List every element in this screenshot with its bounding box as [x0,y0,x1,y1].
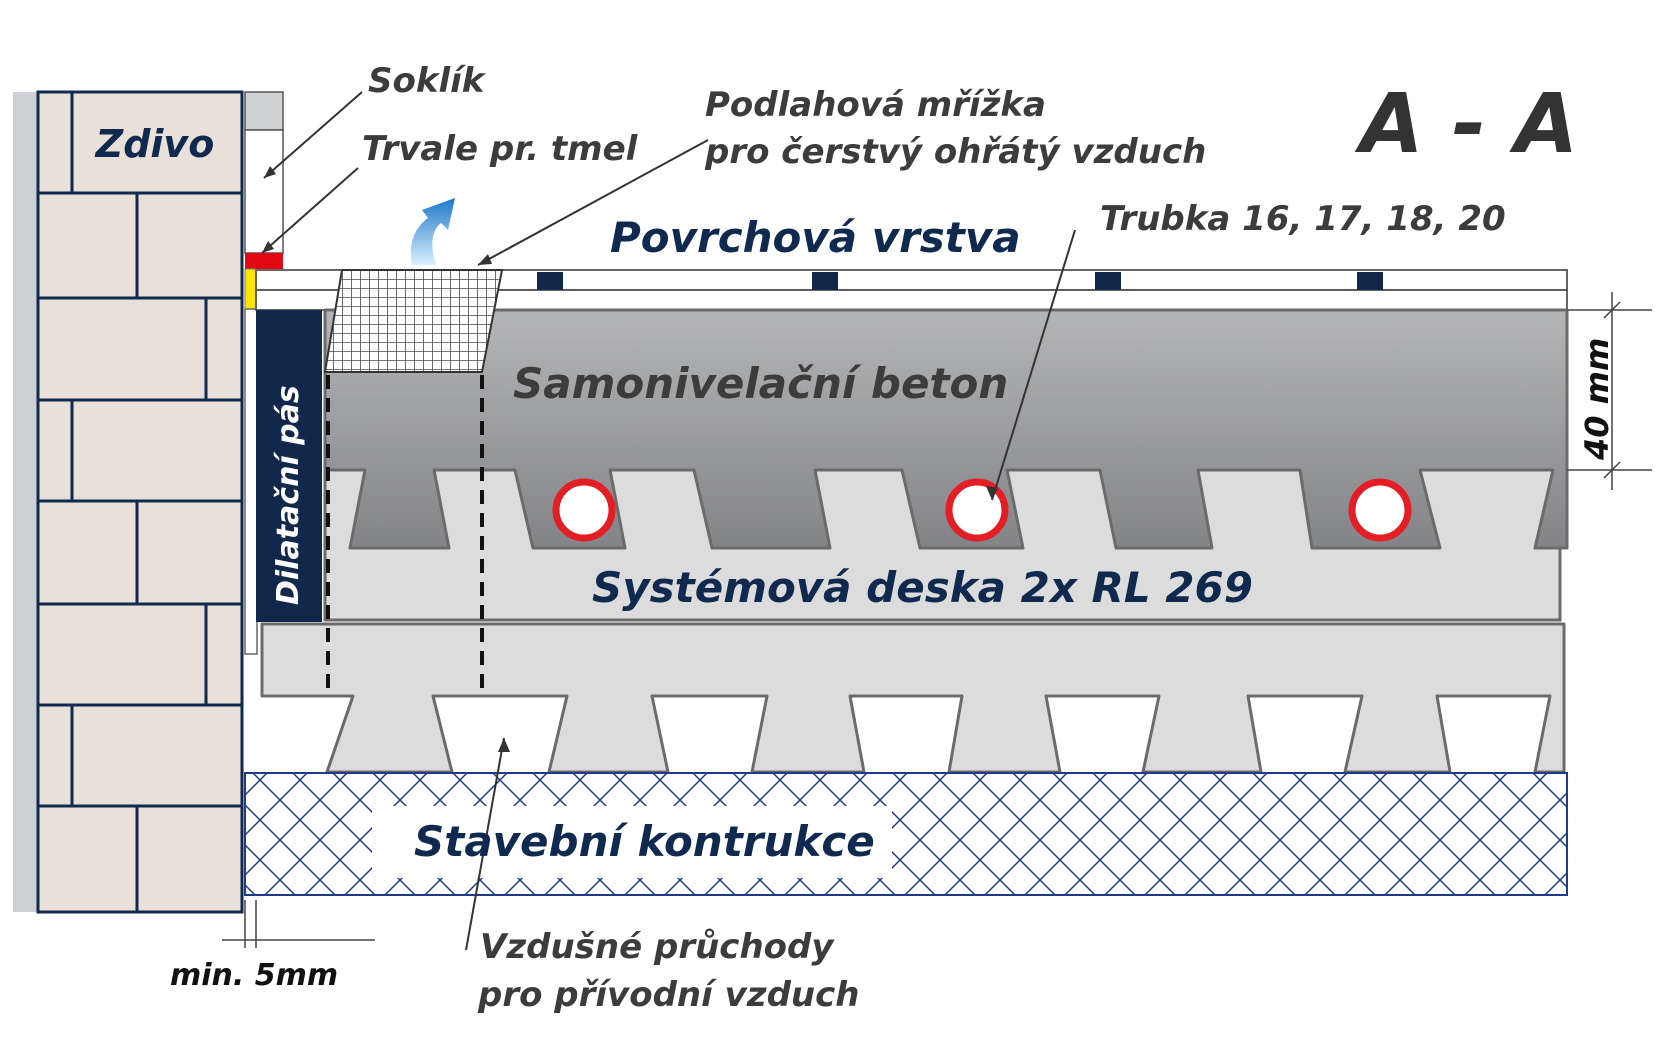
pipe [1348,478,1412,542]
system-board-label: Systémová deska 2x RL 269 [592,563,1253,612]
grille-label-line1: Podlahová mřížka [705,85,1046,125]
leader-air [465,737,505,951]
air-label-line2: pro přívodní vzduch [477,975,859,1015]
dimension-40mm [1567,292,1652,490]
brick-joints [38,92,242,912]
wall: Zdivo [13,90,244,914]
expansion-gap [244,308,258,655]
surface-joint [812,272,838,290]
surface-joint [537,272,563,290]
concrete-layer [323,308,1569,550]
construction-label: Stavební kontrukce [414,817,875,866]
sealant-label: Trvale pr. tmel [362,129,639,169]
skirting [244,91,284,254]
wall-label: Zdivo [95,122,215,166]
arrowhead-icon [498,738,510,752]
arrowhead-icon [264,166,276,178]
section-title: A - A [1354,77,1578,172]
system-board-lower [260,622,1566,774]
dimension-label: 40 mm [1578,338,1616,461]
leader-sealant [261,167,359,254]
surface-joint [1095,272,1121,290]
dilatation-yellow-strip [244,268,257,310]
leader-grille [477,139,709,266]
surface-layer-label: Povrchová vrstva [610,213,1021,262]
warm-air-arrow-icon [410,198,455,265]
leader-skirting [263,91,363,179]
arrowhead-icon [262,241,274,253]
dilatation-strip-label: Dilatační pás [271,385,306,605]
skirting-label: Soklík [368,61,487,101]
air-label-line1: Vzdušné průchody [480,927,835,967]
concrete-label: Samonivelační beton [513,359,1008,408]
floor-grille [323,269,504,373]
arrowhead-icon [986,486,998,500]
surface-joint [1357,272,1383,290]
arrowhead-icon [478,254,492,265]
dilatation-strip [256,310,322,622]
leader-pipe [991,229,1076,501]
surface-layer [255,269,1568,311]
grille-label-line2: pro čerstvý ohřátý vzduch [704,132,1206,172]
leader-lines [261,91,1076,951]
gap-label: min. 5mm [170,958,338,993]
pipe-label: Trubka 16, 17, 18, 20 [1100,199,1506,239]
heating-pipes [552,478,1412,542]
gap-dimension [222,900,375,948]
pipe [552,478,616,542]
construction-label-bg [372,806,892,878]
sealant [245,253,283,269]
